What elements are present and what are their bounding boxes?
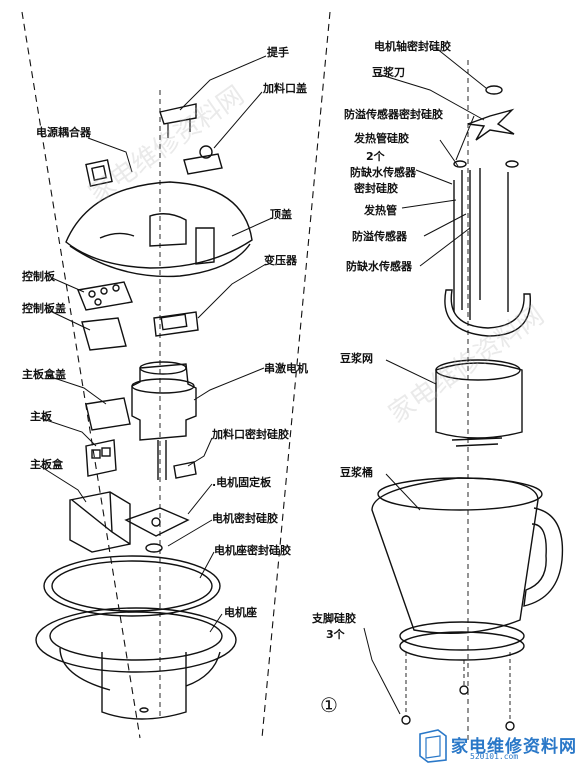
feed-cover-part (183, 153, 223, 175)
label-main-box: 主板盒 (30, 458, 63, 471)
soy-jug-part (371, 477, 539, 635)
label-motor-base: 电机座 (224, 606, 257, 619)
label-heater-seal-qty: 2个 (366, 150, 385, 163)
label-control-board-cover: 控制板盖 (22, 302, 66, 315)
label-control-board: 控制板 (22, 270, 55, 283)
label-power-coupler: 电源耦合器 (36, 126, 91, 139)
label-main-board: 主板 (30, 410, 52, 423)
label-dry-sensor-seal-2: 密封硅胶 (354, 182, 398, 195)
label-main-box-cover: 主板盒盖 (22, 368, 66, 381)
label-foot-rubber-qty: 3个 (326, 628, 345, 641)
label-soy-jug: 豆浆桶 (340, 466, 373, 479)
main-board-part (85, 439, 117, 477)
label-motor-seal: 电机密封硅胶 (212, 512, 278, 525)
label-dry-sensor-seal-1: 防缺水传感器 (350, 166, 416, 179)
label-overflow-sensor: 防溢传感器 (352, 230, 407, 243)
label-overflow-sensor-seal: 防溢传感器密封硅胶 (344, 108, 443, 121)
top-cover-part (65, 181, 253, 269)
motor-base-part (35, 607, 237, 673)
transformer-part (153, 311, 199, 337)
leader-lines (39, 47, 487, 715)
main-box-cover-part (85, 397, 131, 431)
motor-seal-part (145, 543, 163, 553)
figure-number: ① (320, 693, 338, 717)
label-feed-seal: 加料口密封硅胶 (212, 428, 289, 441)
label-feed-cover: 加料口盖 (263, 82, 307, 95)
label-motor-plate: .电机固定板 (212, 476, 272, 489)
brand-name: 家电维修资料网 (451, 737, 577, 757)
label-handle: 提手 (267, 46, 289, 59)
label-foot-rubber: 支脚硅胶 (312, 612, 356, 625)
label-shaft-seal: 电机轴密封硅胶 (374, 40, 451, 53)
label-top-cover: 顶盖 (270, 208, 292, 221)
soy-mesh-part (435, 362, 523, 439)
motor-plate-part (124, 507, 190, 537)
blade-part (467, 108, 515, 141)
label-motor-base-seal: 电机座密封硅胶 (214, 544, 291, 557)
label-blade: 豆浆刀 (372, 66, 405, 79)
series-motor-part (131, 363, 197, 441)
label-dry-sensor: 防缺水传感器 (346, 260, 412, 273)
label-heater-seal: 发热管硅胶 (354, 132, 409, 145)
power-coupler-part (85, 159, 113, 187)
control-board-cover-part (81, 317, 127, 351)
control-board-part (77, 281, 133, 311)
label-transformer: 变压器 (264, 254, 297, 267)
foot-part (401, 715, 411, 725)
brand-logo-icon (419, 729, 447, 763)
feed-seal-part (173, 461, 197, 479)
heater-part (461, 168, 481, 320)
shaft-seal-part (485, 85, 503, 95)
label-soy-mesh: 豆浆网 (340, 352, 373, 365)
label-series-motor: 串激电机 (264, 362, 308, 375)
motor-base-seal-part (43, 555, 221, 617)
separator-line (21, 11, 331, 739)
brand-url: 520101.com (470, 752, 519, 761)
label-heater: 发热管 (364, 204, 397, 217)
